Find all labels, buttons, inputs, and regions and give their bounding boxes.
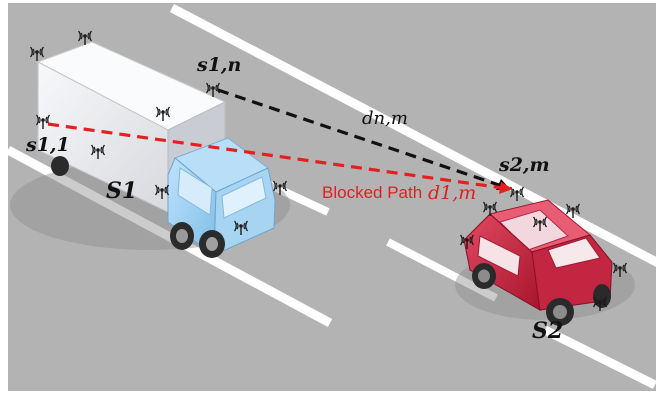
lane-line-bottom	[542, 325, 658, 390]
lane-line-left	[5, 146, 333, 327]
label-s11: s1,1	[26, 134, 70, 156]
car-icon	[455, 199, 635, 326]
clear-path-line	[217, 88, 503, 188]
label-S1: S1	[106, 178, 138, 204]
label-d1m: d1,m	[428, 182, 477, 204]
blocked-path-arrowhead	[499, 182, 513, 194]
lane-dash-right	[386, 238, 498, 302]
label-S2: S2	[532, 318, 564, 344]
lane-line-top	[169, 4, 660, 269]
label-dnm: dn,m	[362, 108, 408, 129]
blocked-path-line	[47, 122, 504, 190]
truck-icon	[10, 41, 290, 258]
label-s1n: s1,n	[197, 54, 242, 76]
label-s2m: s2,m	[499, 154, 550, 176]
label-blocked-path: Blocked Path	[322, 183, 423, 202]
